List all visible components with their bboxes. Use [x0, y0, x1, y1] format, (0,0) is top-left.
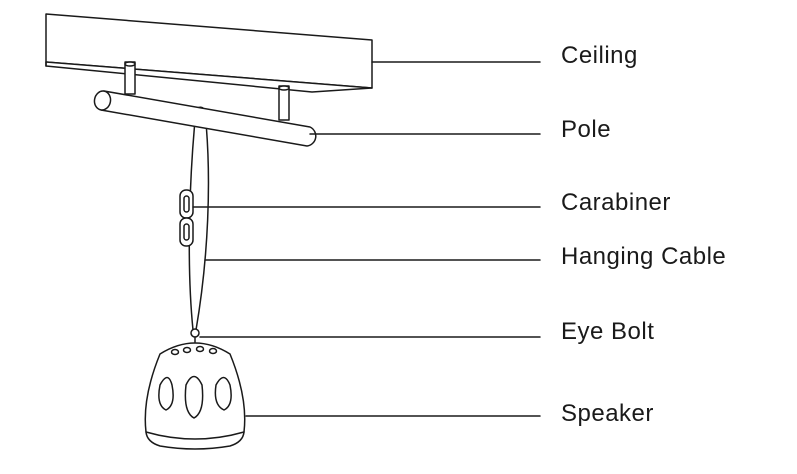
label-ceiling: Ceiling [561, 42, 638, 69]
label-speaker: Speaker [561, 400, 654, 427]
ceiling-block [45, 13, 373, 93]
mounting-posts [124, 61, 290, 121]
speaker [144, 342, 246, 450]
carabiner [179, 189, 194, 247]
callout-lines [192, 61, 541, 417]
label-eye-bolt: Eye Bolt [561, 318, 655, 345]
pole [93, 90, 317, 147]
eye-bolt [190, 328, 200, 343]
label-carabiner: Carabiner [561, 189, 671, 216]
hanging-cable [188, 106, 210, 331]
label-pole: Pole [561, 116, 612, 143]
label-hanging-cable: Hanging Cable [561, 243, 727, 270]
